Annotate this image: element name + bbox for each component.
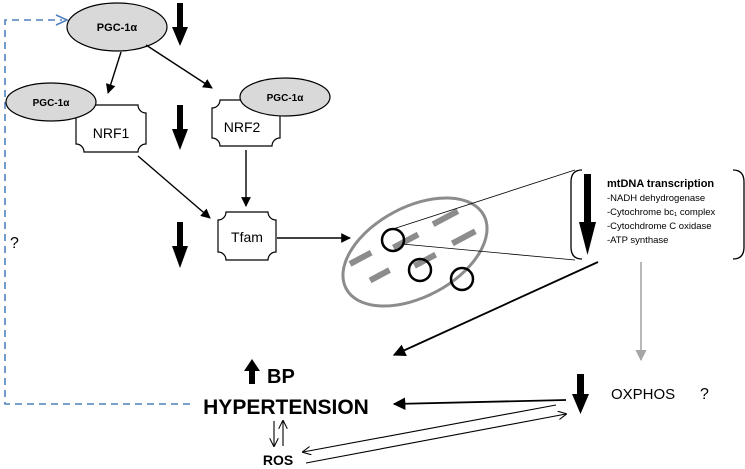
pgc1a-nrf1-ellipse [5,82,97,122]
pgc1a-nrf1-label: PGC-1α [33,98,71,109]
bp-label: BP [267,366,295,388]
arrow-mtdna-to-bp [392,261,599,357]
arrow-pgc-to-nrf1 [105,51,122,94]
tfam-box [217,211,277,261]
pgc1a-top-label: PGC-1α [97,22,138,34]
left-question-mark: ? [10,235,19,252]
tfam-label: Tfam [231,229,263,245]
nrf1-label: NRF1 [93,125,130,141]
zoom-line-top [392,169,576,230]
decrease-arrow-3 [172,222,188,268]
feedback-dashed-loop [4,19,190,405]
mtdna-item-1: -NADH dehydrogenase [607,193,705,204]
nrf2-label: NRF2 [224,119,261,135]
decrease-arrow-mtdna [579,174,596,255]
pgc1a-top-ellipse [66,2,168,52]
bracket-right [732,169,745,260]
arrow-pgc-to-nrf2 [145,44,213,89]
decrease-arrow-1 [172,3,188,46]
arrow-nrf1-to-tfam [137,155,211,219]
mtdna-item-3: -Cytochdrome C oxidase [607,221,712,232]
bracket-left [570,169,583,260]
mtdna-circle-3 [449,266,475,292]
pgc1a-nrf2-ellipse [239,77,331,117]
increase-arrow-bp [244,359,260,384]
decrease-arrow-2 [172,105,188,150]
mtdna-title: mtDNA transcription [607,178,714,190]
decrease-arrow-oxphos [572,374,589,414]
pgc1a-nrf2-label: PGC-1α [267,93,305,104]
oxphos-question-mark: ? [700,386,709,403]
arrow-oxphos-to-hypertension [392,397,567,411]
feedback-arrowhead [55,14,69,26]
oxphos-label: OXPHOS [611,386,675,403]
mitochondrion [341,196,489,308]
hypertension-label: HYPERTENSION [203,396,369,419]
ros-label: ROS [263,452,293,468]
mtdna-circle-2 [407,257,433,283]
mtdna-item-2: -Cytochrome bc₁ complex [607,207,716,218]
arrow-ros-to-oxphos [305,414,566,464]
zoom-line-bottom [401,243,576,261]
arrow-oxphos-to-ros [303,404,557,452]
mtdna-item-4: -ATP synthase [607,235,668,246]
